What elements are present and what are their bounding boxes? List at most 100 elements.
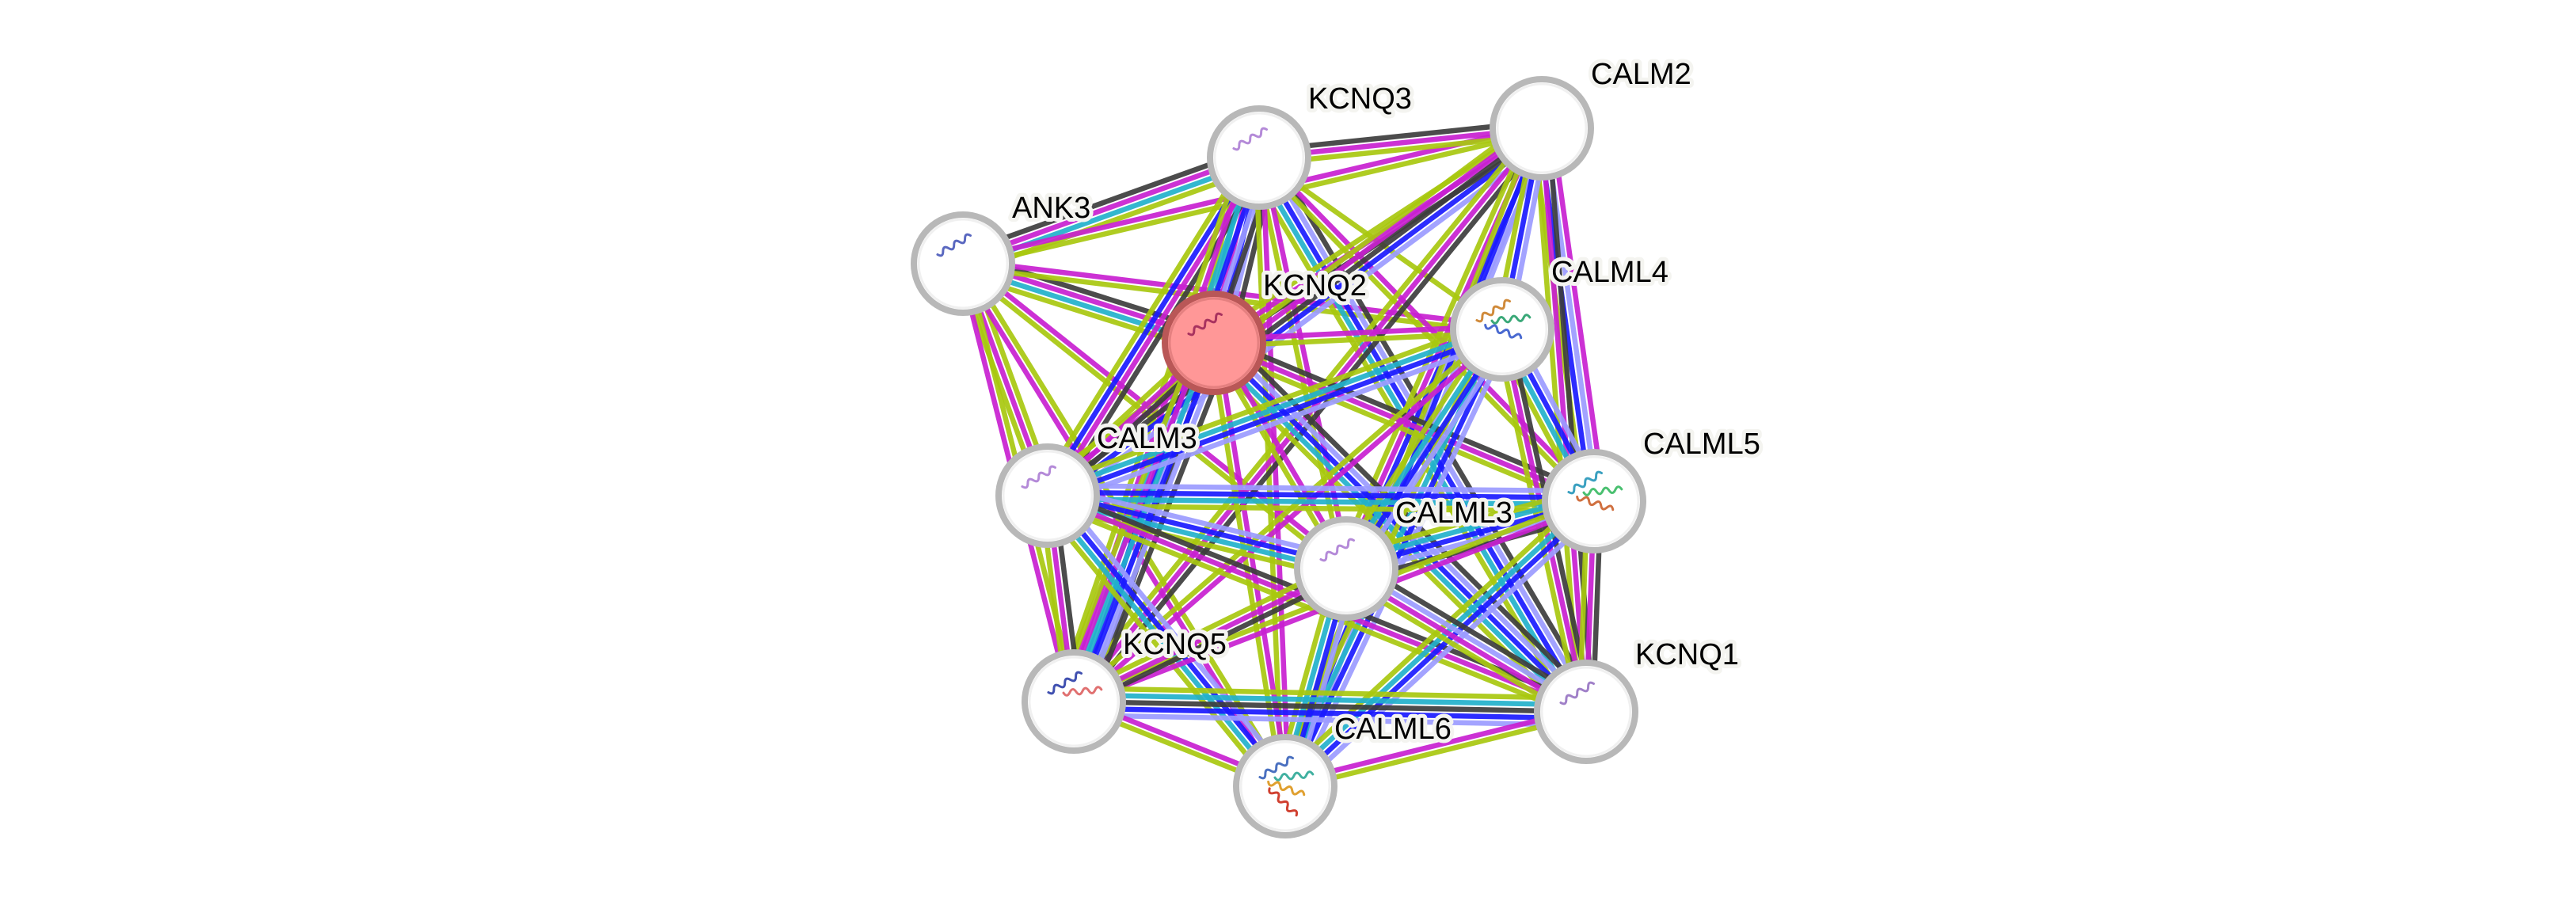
node-circle[interactable] xyxy=(1162,291,1266,395)
node-circle[interactable] xyxy=(1490,76,1594,181)
edge-line-coexpression xyxy=(958,145,1257,257)
node-calm3[interactable] xyxy=(995,443,1100,548)
structure-helix xyxy=(1490,314,1532,325)
structure-helix xyxy=(1484,323,1523,340)
edge-line-textmining xyxy=(1070,325,1502,702)
protein-structure-icon xyxy=(1559,681,1596,705)
edge-line-textmining xyxy=(1277,492,1589,781)
structure-helix xyxy=(1258,755,1295,780)
edge-calml4-kcnq5[interactable] xyxy=(1070,325,1506,706)
edge-line-experimentally-determined xyxy=(1041,120,1539,492)
edge-line-gene-cooccurrence xyxy=(1048,483,1595,494)
edge-line-textmining xyxy=(1056,336,1201,697)
structure-helix xyxy=(1567,470,1604,495)
edge-line-experimentally-determined xyxy=(1549,126,1607,500)
node-kcnq5[interactable] xyxy=(1022,649,1126,754)
edge-line-gene-neighborhood xyxy=(1048,492,1290,786)
node-label-calml4: CALML4 xyxy=(1551,256,1669,289)
node-calml6[interactable] xyxy=(1233,734,1337,838)
edge-line-gene-neighborhood xyxy=(1048,329,1505,502)
node-circle[interactable] xyxy=(1294,516,1398,621)
node-calml4[interactable] xyxy=(1450,277,1554,382)
edge-line-gene-neighborhood xyxy=(1212,340,1589,714)
node-label-calm3: CALM3 xyxy=(1097,422,1197,455)
protein-structure-icon xyxy=(1475,298,1532,340)
structure-helix xyxy=(1062,686,1103,697)
edge-line-curated-databases xyxy=(1280,496,1594,786)
edge-calm2-calm3[interactable] xyxy=(1037,115,1552,509)
structure-helix xyxy=(1576,495,1615,511)
edge-line-gene-cooccurrence xyxy=(1073,712,1586,728)
protein-structure-icon xyxy=(1187,312,1223,337)
node-kcnq3[interactable] xyxy=(1207,105,1311,210)
edge-calml5-calml6[interactable] xyxy=(1277,492,1603,796)
structure-helix xyxy=(1268,787,1299,817)
node-label-kcnq5: KCNQ5 xyxy=(1123,628,1227,661)
node-label-kcnq2: KCNQ2 xyxy=(1263,269,1367,302)
edge-line-gene-cooccurrence xyxy=(1054,137,1552,509)
edge-line-experimentally-determined xyxy=(1259,156,1353,568)
protein-structure-icon xyxy=(1319,538,1356,562)
protein-structure-icon xyxy=(1258,755,1315,817)
edge-line-experimentally-determined xyxy=(1259,157,1292,786)
structure-helix xyxy=(1475,298,1512,323)
edge-line-gene-neighborhood xyxy=(1285,501,1599,791)
node-circle[interactable] xyxy=(1022,649,1126,754)
structure-helix xyxy=(1582,485,1623,496)
edge-line-curated-databases xyxy=(1047,496,1594,508)
node-circle[interactable] xyxy=(911,211,1015,316)
structure-helix xyxy=(1273,770,1315,781)
edge-line-textmining xyxy=(1043,317,1500,489)
node-label-calml6: CALML6 xyxy=(1334,713,1452,746)
structure-helix xyxy=(1559,681,1596,705)
node-circle[interactable] xyxy=(1534,660,1638,764)
node-calm2[interactable] xyxy=(1490,76,1594,181)
node-label-kcnq3: KCNQ3 xyxy=(1308,82,1412,116)
edge-line-gene-neighborhood xyxy=(1073,705,1586,721)
node-label-ank3: ANK3 xyxy=(1012,192,1090,225)
node-circle[interactable] xyxy=(1450,277,1554,382)
edge-line-gene-cooccurrence xyxy=(1050,336,1507,508)
structure-helix xyxy=(1232,127,1269,151)
node-calml3[interactable] xyxy=(1294,516,1398,621)
edge-line-textmining xyxy=(1208,120,1540,340)
edge-line-coexpression xyxy=(1046,126,1543,498)
node-label-kcnq1: KCNQ1 xyxy=(1635,638,1739,671)
node-ank3[interactable] xyxy=(911,211,1015,316)
edge-line-textmining xyxy=(1055,151,1246,698)
structure-helix xyxy=(1319,538,1356,562)
edge-line-coexpression xyxy=(1073,698,1587,715)
node-inner-ring xyxy=(1496,82,1588,174)
node-inner-ring xyxy=(1213,112,1305,203)
node-inner-ring xyxy=(1239,740,1331,832)
node-label-calm2: CALM2 xyxy=(1591,58,1691,91)
node-inner-ring xyxy=(1002,450,1094,542)
node-label-calml3: CALML3 xyxy=(1395,496,1512,530)
edge-calm3-calml6[interactable] xyxy=(1037,487,1296,795)
node-inner-ring xyxy=(917,218,1009,310)
node-inner-ring xyxy=(1548,455,1640,547)
edge-line-curated-databases xyxy=(1043,496,1285,790)
edge-line-gene-cooccurrence xyxy=(1053,487,1296,781)
edge-calml4-calm3[interactable] xyxy=(1043,317,1507,508)
protein-structure-icon xyxy=(1567,470,1623,511)
protein-structure-icon xyxy=(1021,465,1057,489)
edge-line-gene-neighborhood xyxy=(1048,489,1595,501)
node-circle[interactable] xyxy=(995,443,1100,548)
edge-line-experimentally-determined xyxy=(1074,329,1506,706)
node-calml5[interactable] xyxy=(1542,449,1646,553)
node-inner-ring xyxy=(1300,523,1392,614)
edge-line-gene-cooccurrence xyxy=(1290,506,1603,796)
node-inner-ring xyxy=(1168,297,1260,389)
node-circle[interactable] xyxy=(1207,105,1311,210)
protein-structure-icon xyxy=(1047,671,1103,697)
node-inner-ring xyxy=(1456,283,1548,375)
node-inner-ring xyxy=(1540,666,1632,758)
node-kcnq1[interactable] xyxy=(1534,660,1638,764)
edge-kcnq5-kcnq1[interactable] xyxy=(1073,685,1587,728)
node-kcnq2[interactable] xyxy=(1162,291,1266,395)
node-circle[interactable] xyxy=(1542,449,1646,553)
node-circle[interactable] xyxy=(1233,734,1337,838)
protein-structure-icon xyxy=(936,233,972,257)
